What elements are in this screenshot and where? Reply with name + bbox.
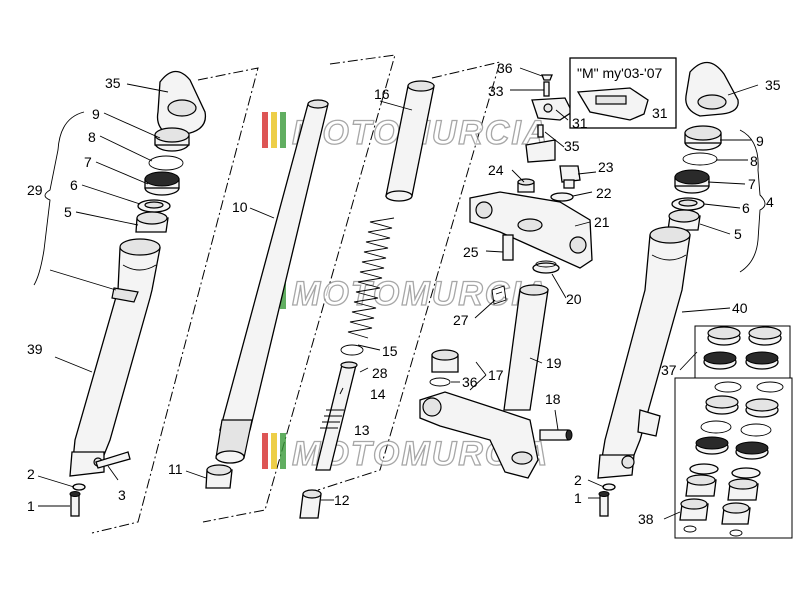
callout-37: 37 bbox=[661, 362, 677, 378]
callout-8-left: 8 bbox=[88, 129, 96, 145]
callout-14: 14 bbox=[370, 386, 386, 402]
callout-31: 31 bbox=[572, 115, 588, 131]
callout-36: 36 bbox=[497, 60, 513, 76]
fork-tube bbox=[205, 99, 329, 489]
callout-29: 29 bbox=[27, 182, 43, 198]
leader-lines bbox=[33, 67, 766, 520]
callout-28: 28 bbox=[372, 365, 388, 381]
callout-2-right: 2 bbox=[574, 472, 582, 488]
callout-7-right: 7 bbox=[748, 176, 756, 192]
left-fork-leg bbox=[69, 70, 207, 517]
callout-18: 18 bbox=[545, 391, 561, 407]
triple-clamp-assembly bbox=[419, 74, 593, 479]
inset-m-variant: "M" my'03-'07 bbox=[569, 57, 677, 129]
callout-8-right: 8 bbox=[750, 153, 758, 169]
callout-11: 11 bbox=[168, 461, 183, 477]
right-fork-leg bbox=[597, 61, 739, 517]
callout-9-right: 9 bbox=[756, 133, 764, 149]
callout-38: 38 bbox=[638, 511, 654, 527]
callout-12: 12 bbox=[334, 492, 350, 508]
callout-5-right: 5 bbox=[734, 226, 742, 242]
callout-20: 20 bbox=[566, 291, 582, 307]
callout-27: 27 bbox=[453, 312, 469, 328]
kit-box-38 bbox=[674, 377, 793, 539]
callout-1-left: 1 bbox=[27, 498, 35, 514]
callout-24: 24 bbox=[488, 162, 504, 178]
callout-17: 17 bbox=[488, 367, 504, 383]
callout-40: 40 bbox=[732, 300, 748, 316]
callout-22: 22 bbox=[596, 185, 612, 201]
callout-6-right: 6 bbox=[742, 200, 750, 216]
callout-34: 36 bbox=[462, 374, 478, 390]
callout-15: 15 bbox=[382, 343, 398, 359]
callout-4: 4 bbox=[766, 194, 774, 210]
callout-35-right: 35 bbox=[765, 77, 781, 93]
dashed-boundaries bbox=[91, 54, 501, 534]
callout-7-left: 7 bbox=[84, 154, 92, 170]
callout-16: 16 bbox=[374, 86, 390, 102]
callout-21: 21 bbox=[594, 214, 610, 230]
callout-2-left: 2 bbox=[27, 466, 35, 482]
callout-13: 13 bbox=[354, 422, 370, 438]
callout-32: 33 bbox=[488, 83, 504, 99]
callout-31-inset: 31 bbox=[652, 105, 668, 121]
callout-3: 3 bbox=[118, 487, 126, 503]
kit-box-37 bbox=[694, 325, 791, 379]
inset-label: "M" my'03-'07 bbox=[577, 65, 663, 81]
callout-6-left: 6 bbox=[70, 177, 78, 193]
callout-19: 19 bbox=[546, 355, 562, 371]
callout-10: 10 bbox=[232, 199, 248, 215]
callout-39: 39 bbox=[27, 341, 43, 357]
callout-25: 25 bbox=[463, 244, 479, 260]
callout-23: 23 bbox=[598, 159, 614, 175]
watermark-text-2: MOTOMURCIA bbox=[292, 275, 549, 313]
callout-1-right: 1 bbox=[574, 490, 582, 506]
callout-9-left: 9 bbox=[92, 106, 100, 122]
callout-35-left: 35 bbox=[105, 75, 121, 91]
damper-rod-assembly bbox=[299, 80, 435, 519]
callout-numbers: 35 9 8 7 6 5 29 39 2 1 3 10 11 16 15 28 … bbox=[27, 60, 781, 527]
callout-33: 35 bbox=[564, 138, 580, 154]
callout-5-left: 5 bbox=[64, 204, 72, 220]
